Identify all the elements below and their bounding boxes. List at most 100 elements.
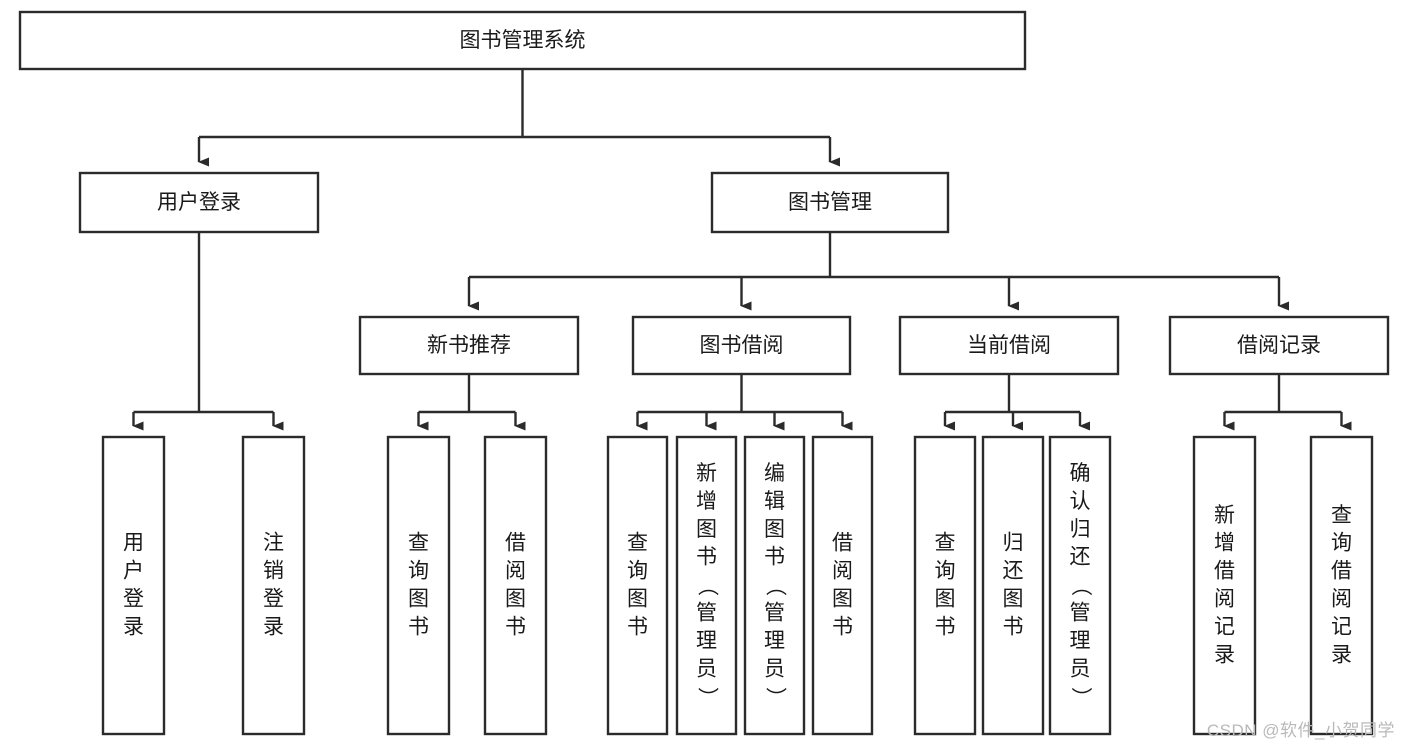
node-leaf-query-book-borrow-label-char: 图 bbox=[627, 588, 648, 611]
node-leaf-edit-book-admin-label-char: （ bbox=[764, 575, 787, 596]
csdn-watermark: CSDN @软件_小贺同学 bbox=[1206, 721, 1395, 740]
node-leaf-add-book-admin-label-char: 管 bbox=[696, 602, 717, 625]
node-leaf-return-book-box[interactable] bbox=[981, 435, 1045, 736]
node-leaf-add-borrow-record-label-char: 借 bbox=[1214, 560, 1235, 583]
node-borrow-record-box[interactable] bbox=[1168, 315, 1390, 376]
node-leaf-borrow-book-label-char: 书 bbox=[832, 616, 853, 639]
node-leaf-return-book-label-char: 还 bbox=[1003, 560, 1024, 583]
node-borrow-record-label: 借阅记录 bbox=[1237, 334, 1321, 357]
node-leaf-borrow-book-recommend-label-char: 借 bbox=[505, 532, 526, 555]
node-leaf-confirm-return-admin-label-char: 认 bbox=[1070, 490, 1091, 513]
node-leaf-logout-label-char: 登 bbox=[263, 588, 284, 611]
node-current-borrow-label: 当前借阅 bbox=[967, 334, 1051, 357]
node-leaf-edit-book-admin-label-char: ） bbox=[764, 687, 787, 708]
node-leaf-user-login-label-char: 用 bbox=[123, 532, 144, 555]
node-book-management[interactable]: 图书管理 bbox=[710, 171, 950, 234]
node-leaf-query-borrow-record-label-char: 录 bbox=[1331, 643, 1352, 666]
node-root-label: 图书管理系统 bbox=[460, 29, 586, 52]
node-leaf-borrow-book-recommend-label-char: 阅 bbox=[505, 560, 526, 583]
node-leaf-query-book-recommend-label-char: 书 bbox=[408, 616, 429, 639]
node-leaf-query-book-borrow-box[interactable] bbox=[606, 435, 669, 736]
node-borrow-record[interactable]: 借阅记录 bbox=[1168, 315, 1390, 376]
node-leaf-add-book-admin-label-char: （ bbox=[696, 575, 719, 596]
node-leaf-query-book-borrow-label-char: 询 bbox=[627, 560, 648, 583]
node-leaf-borrow-book-recommend-label-char: 书 bbox=[505, 616, 526, 639]
node-leaf-borrow-book-label-char: 阅 bbox=[832, 560, 853, 583]
node-leaf-query-borrow-record-label-char: 询 bbox=[1331, 532, 1352, 555]
node-leaf-query-book-current-label-char: 询 bbox=[935, 560, 956, 583]
node-root[interactable]: 图书管理系统 bbox=[18, 10, 1027, 71]
node-new-book-recommend[interactable]: 新书推荐 bbox=[358, 315, 580, 376]
node-leaf-return-book-label-char: 书 bbox=[1003, 616, 1024, 639]
node-leaf-query-book-current-label-char: 图 bbox=[935, 588, 956, 611]
node-leaf-confirm-return-admin-label-char: 管 bbox=[1070, 602, 1091, 625]
node-leaf-borrow-book-recommend-box[interactable] bbox=[483, 435, 548, 736]
node-leaf-user-login-label-char: 录 bbox=[123, 616, 144, 639]
node-leaf-add-book-admin-label-char: 新 bbox=[696, 462, 717, 485]
node-leaf-edit-book-admin-label-char: 员 bbox=[764, 657, 785, 680]
node-leaf-query-book-recommend-box[interactable] bbox=[386, 435, 451, 736]
node-leaf-user-login-box[interactable] bbox=[101, 435, 166, 736]
node-leaf-confirm-return-admin-label-char: ） bbox=[1069, 687, 1092, 708]
node-leaf-logout-label-char: 注 bbox=[263, 532, 284, 555]
node-leaf-add-book-admin-label-char: 理 bbox=[696, 630, 717, 653]
node-leaf-borrow-book-box[interactable] bbox=[811, 435, 874, 736]
node-leaf-add-book-admin-box[interactable] bbox=[675, 435, 738, 736]
node-leaf-edit-book-admin-label-char: 理 bbox=[764, 630, 785, 653]
node-leaf-confirm-return-admin-box[interactable] bbox=[1048, 435, 1112, 736]
node-leaf-confirm-return-admin-label-char: （ bbox=[1069, 575, 1092, 596]
node-book-management-box[interactable] bbox=[710, 171, 950, 234]
node-leaf-query-book-borrow-label-char: 查 bbox=[627, 532, 648, 555]
node-leaf-query-book-current-box[interactable] bbox=[913, 435, 977, 736]
node-leaf-logout-box[interactable] bbox=[241, 435, 306, 736]
node-new-book-recommend-box[interactable] bbox=[358, 315, 580, 376]
node-leaf-query-borrow-record-box[interactable] bbox=[1309, 435, 1374, 736]
node-leaf-add-borrow-record-box[interactable] bbox=[1192, 435, 1257, 736]
node-book-borrow-box[interactable] bbox=[631, 315, 852, 376]
node-leaf-edit-book-admin-label-char: 管 bbox=[764, 602, 785, 625]
node-leaf-query-book-borrow-label-char: 书 bbox=[627, 616, 648, 639]
node-current-borrow-box[interactable] bbox=[898, 315, 1120, 376]
node-user-login-box[interactable] bbox=[78, 171, 320, 234]
node-leaf-query-book-recommend-label-char: 图 bbox=[408, 588, 429, 611]
node-leaf-edit-book-admin-label-char: 图 bbox=[764, 518, 785, 541]
node-book-borrow[interactable]: 图书借阅 bbox=[631, 315, 852, 376]
node-leaf-add-book-admin-label-char: 员 bbox=[696, 657, 717, 680]
node-user-login[interactable]: 用户登录 bbox=[78, 171, 320, 234]
node-leaf-user-login[interactable]: 用户登录 bbox=[101, 435, 166, 736]
node-leaf-query-book-current-label-char: 查 bbox=[935, 532, 956, 555]
node-leaf-return-book-label-char: 归 bbox=[1003, 532, 1024, 555]
node-leaf-user-login-label-char: 户 bbox=[123, 560, 144, 583]
node-leaf-borrow-book-label-char: 图 bbox=[832, 588, 853, 611]
node-leaf-add-book-admin-label-char: ） bbox=[696, 687, 719, 708]
node-leaf-query-borrow-record-label-char: 记 bbox=[1331, 616, 1352, 639]
node-leaf-add-borrow-record-label-char: 增 bbox=[1214, 532, 1235, 555]
node-book-borrow-label: 图书借阅 bbox=[700, 334, 784, 357]
node-leaf-user-login-label-char: 登 bbox=[123, 588, 144, 611]
node-leaf-edit-book-admin-box[interactable] bbox=[743, 435, 806, 736]
node-leaf-query-borrow-record-label-char: 阅 bbox=[1331, 588, 1352, 611]
node-leaf-confirm-return-admin-label-char: 员 bbox=[1070, 657, 1091, 680]
connector-layer bbox=[132, 69, 1352, 431]
node-layer: 图书管理系统用户登录图书管理新书推荐图书借阅当前借阅借阅记录用户登录注销登录查询… bbox=[18, 10, 1390, 736]
node-leaf-edit-book-admin-label-char: 书 bbox=[764, 546, 785, 569]
node-leaf-add-borrow-record-label-char: 新 bbox=[1214, 504, 1235, 527]
node-current-borrow[interactable]: 当前借阅 bbox=[898, 315, 1120, 376]
node-leaf-add-book-admin-label-char: 增 bbox=[696, 490, 717, 513]
node-leaf-borrow-book-label-char: 借 bbox=[832, 532, 853, 555]
node-root-box[interactable] bbox=[18, 10, 1027, 71]
